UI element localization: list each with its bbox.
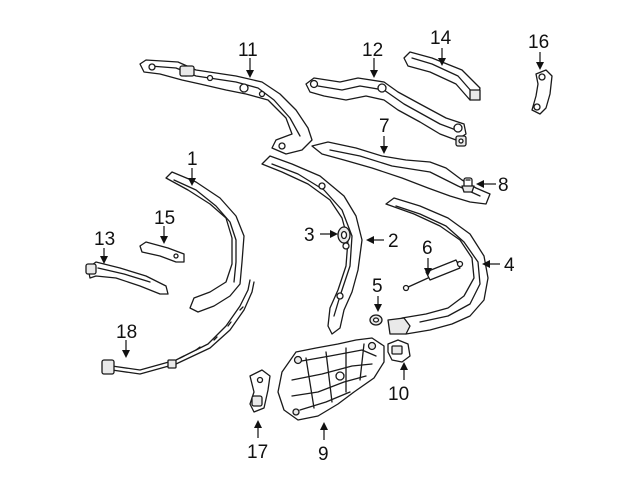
callout-9: 9 [318, 444, 329, 465]
part-2-side-rail [261, 155, 363, 335]
callout-13: 13 [94, 229, 115, 250]
part-4-rear-bow [385, 197, 489, 335]
callout-8: 8 [498, 175, 509, 196]
part-7-header-panel [311, 141, 491, 205]
part-15-small-trim [139, 241, 185, 263]
part-10-latch-clip [387, 339, 411, 363]
callout-15: 15 [154, 208, 175, 229]
callout-18: 18 [116, 322, 137, 343]
callout-6: 6 [422, 238, 433, 259]
part-12-hinge-linkage [305, 77, 467, 147]
callout-4: 4 [504, 255, 515, 276]
callout-14: 14 [430, 28, 452, 49]
part-5-grommet [369, 314, 383, 326]
callout-7: 7 [379, 116, 390, 137]
part-17-striker [249, 369, 271, 413]
leader-lines [100, 48, 544, 440]
callout-16: 16 [528, 32, 549, 53]
part-11-hinge-arm [139, 59, 313, 155]
callout-3: 3 [304, 225, 315, 246]
callout-10: 10 [388, 384, 409, 405]
part-18-cable [101, 279, 255, 375]
part-3-bushing [337, 226, 351, 244]
part-16-bracket [531, 69, 553, 115]
callout-11: 11 [238, 40, 258, 61]
callout-12: 12 [362, 40, 383, 61]
part-6-gas-strut [402, 259, 464, 292]
callout-1: 1 [187, 149, 198, 170]
callout-2: 2 [388, 231, 399, 252]
callout-5: 5 [372, 276, 383, 297]
part-13-trim-strip [85, 261, 169, 295]
part-8-fastener [461, 177, 475, 193]
callout-labels: 11 12 14 16 7 8 1 2 3 4 6 5 13 15 18 10 … [94, 28, 549, 465]
callout-17: 17 [247, 442, 268, 463]
part-14-top-bar [403, 51, 481, 101]
part-1-front-bow [165, 171, 245, 313]
part-9-latch-bracket [277, 337, 385, 421]
